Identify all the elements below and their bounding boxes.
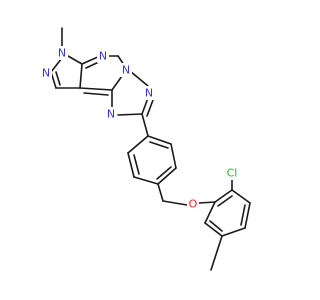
molecule-canvas: N N N N N N O Cl bbox=[40, 27, 251, 271]
bond-ar-4 bbox=[221, 227, 246, 237]
bond-layer bbox=[50, 27, 251, 271]
bond-ar-1-double bbox=[217, 195, 233, 207]
atom-n-methyl: N bbox=[56, 46, 68, 60]
bond-ph-3 bbox=[157, 167, 177, 185]
bond-ph-2 bbox=[170, 143, 177, 169]
bond-ph-4 bbox=[133, 176, 159, 185]
atom-n-bridge: N bbox=[120, 63, 132, 77]
bond-ar-5 bbox=[204, 222, 223, 237]
bond-ar-methyl bbox=[210, 235, 223, 271]
bond-nbridge-ntop bbox=[129, 70, 149, 87]
bond-n2-c3-double bbox=[55, 71, 61, 86]
bond-triazole-phenyl bbox=[141, 113, 149, 137]
bond-c3a-c7a bbox=[79, 63, 83, 89]
bond-ar-5-double bbox=[209, 220, 223, 232]
atom-n-methyl-label: N bbox=[58, 47, 66, 60]
bond-ph-5-double bbox=[133, 154, 140, 175]
atom-n-pyrazole: N bbox=[40, 66, 52, 80]
bond-ph-1 bbox=[147, 135, 172, 145]
bond-n1-c7a bbox=[67, 55, 83, 65]
bond-ch2-o bbox=[162, 200, 188, 206]
bond-ar-3 bbox=[244, 202, 251, 229]
bond-c-c3a-double bbox=[83, 92, 109, 96]
bond-nbridge-c bbox=[111, 75, 123, 91]
atom-layer: N N N N N N O Cl bbox=[40, 46, 241, 211]
bond-o-ar bbox=[198, 201, 216, 204]
bond-ar-6 bbox=[204, 201, 216, 224]
bond-ph-3-double bbox=[156, 166, 172, 180]
atom-n-triazole-top-label: N bbox=[145, 87, 153, 100]
atom-n-pyrimidine: N bbox=[97, 49, 109, 63]
atom-o-ether-label: O bbox=[189, 198, 198, 211]
bond-ar-3-double bbox=[240, 204, 246, 226]
atom-n-pyrimidine-label: N bbox=[99, 50, 107, 63]
bond-n1-n2 bbox=[50, 57, 63, 73]
atom-n-triazole-top: N bbox=[143, 86, 155, 100]
bond-ar-2 bbox=[231, 189, 251, 204]
atom-cl: Cl bbox=[224, 166, 241, 180]
atom-n-triazole-bottom: N bbox=[105, 107, 117, 121]
bond-c2-nbottom bbox=[117, 113, 143, 116]
bond-ntop-c2 bbox=[141, 97, 149, 115]
bond-ar-1 bbox=[214, 189, 233, 203]
bond-c-c3a bbox=[79, 87, 113, 91]
bond-ph-1-double bbox=[149, 141, 169, 149]
atom-n-triazole-bottom-label: N bbox=[107, 108, 115, 121]
atom-cl-label: Cl bbox=[227, 167, 238, 180]
atom-n-pyrazole-label: N bbox=[42, 67, 50, 80]
bond-ph-5 bbox=[127, 152, 135, 178]
structure-diagram: N N N N N N O Cl bbox=[40, 27, 251, 271]
bond-ph-ch2 bbox=[157, 183, 164, 202]
bond-ph-6 bbox=[127, 135, 149, 154]
bond-ntop-c2-double bbox=[146, 99, 154, 117]
atom-n-bridge-label: N bbox=[122, 64, 130, 77]
atom-o-ether: O bbox=[187, 197, 199, 211]
